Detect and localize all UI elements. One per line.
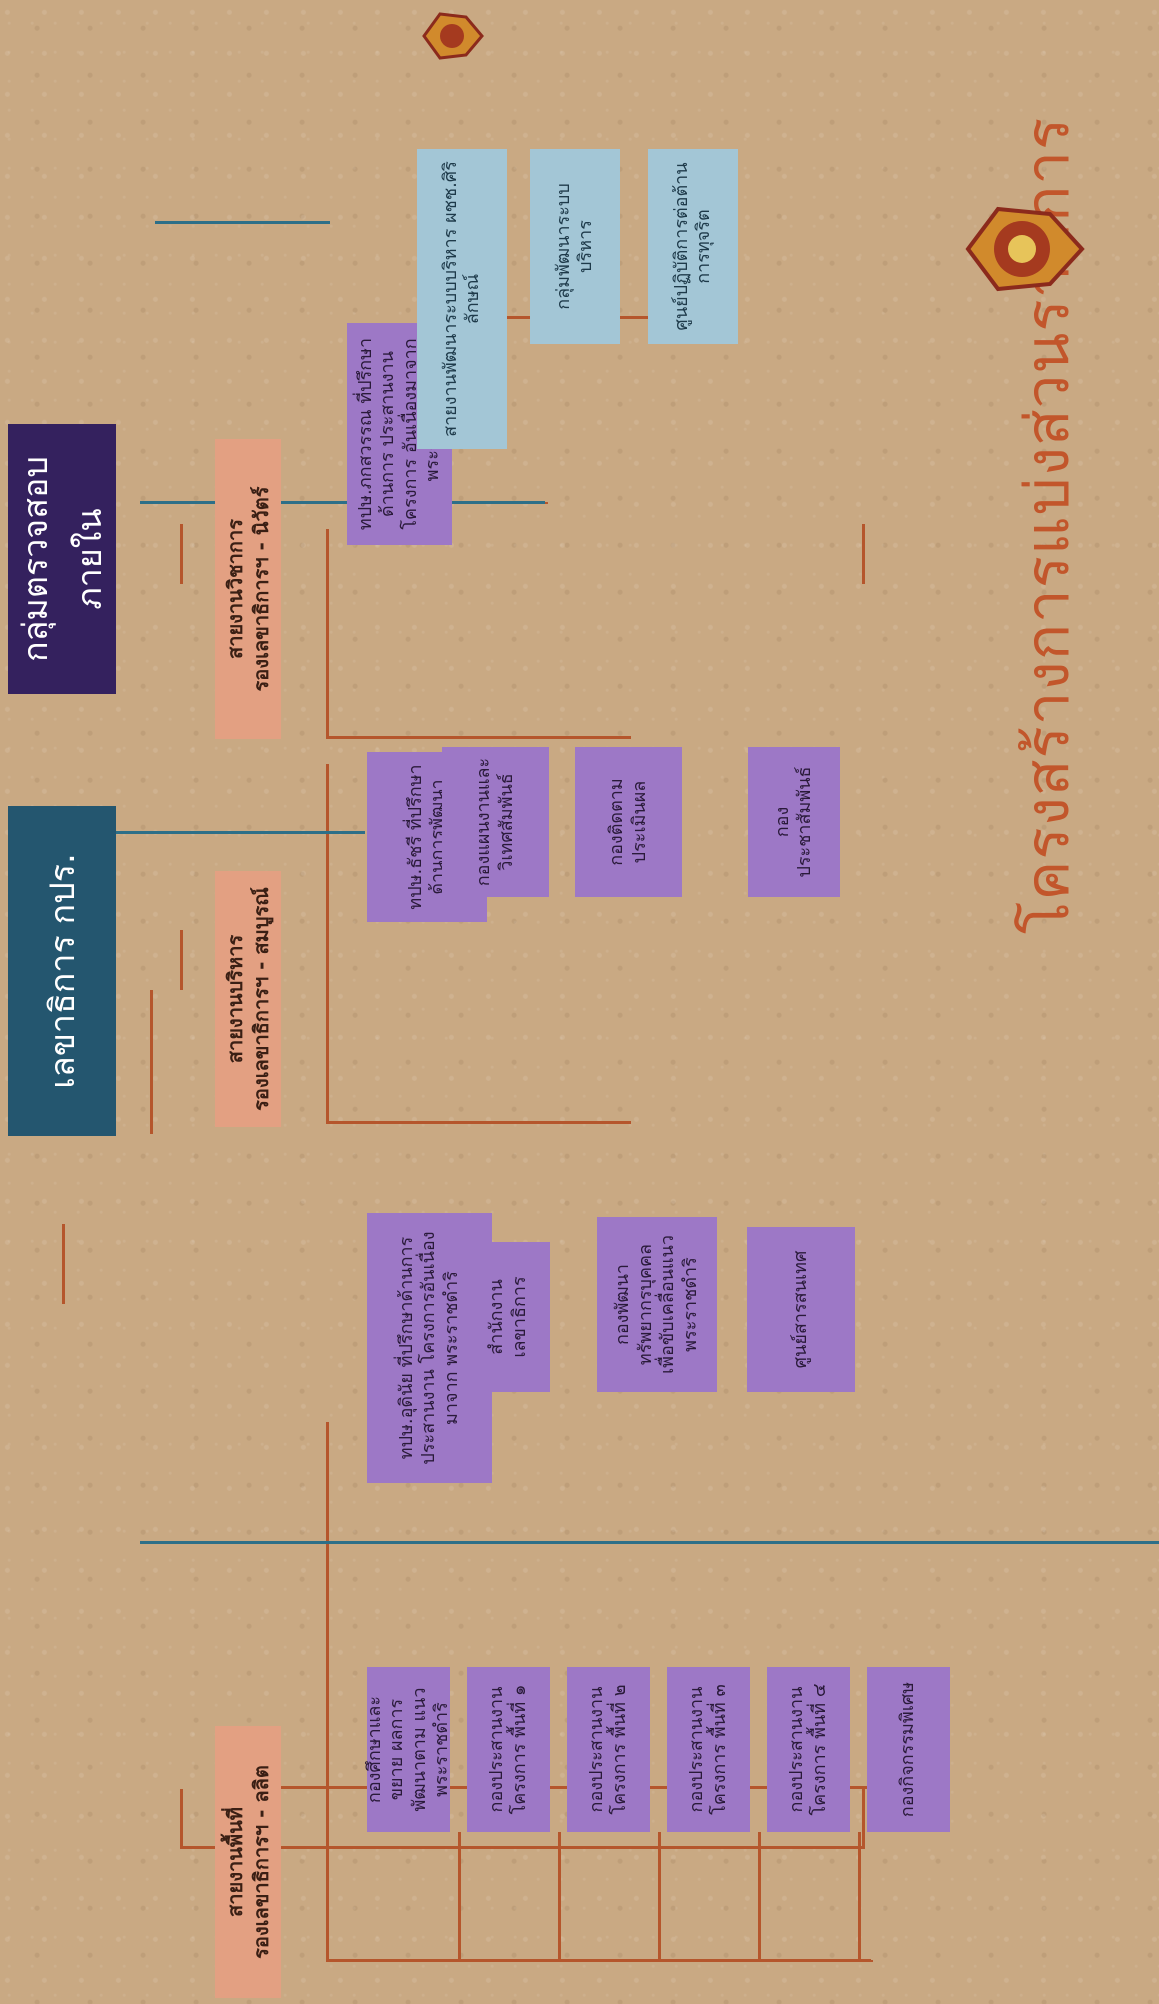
area-unit-label: กองประสานงาน โครงการ พื้นที่ ๒ bbox=[586, 1684, 630, 1815]
connector-line bbox=[140, 1542, 143, 1544]
connector-line bbox=[326, 529, 329, 739]
connector-line bbox=[326, 736, 631, 739]
area-unit-label: กองกิจกรรมพิเศษ bbox=[897, 1681, 919, 1818]
advisor-area-label: ทปษ.อุดินัย ที่ปรึกษาด้านการ ประสานงาน โ… bbox=[395, 1231, 462, 1465]
area-unit-box: กองประสานงาน โครงการ พื้นที่ ๒ bbox=[567, 1667, 650, 1832]
connector-line bbox=[326, 1959, 871, 1962]
internal-audit-label: กลุ่มตรวจสอบภายใน bbox=[16, 456, 110, 662]
connector-line bbox=[140, 1541, 1159, 1544]
admin-unit-box: ศูนย์สารสนเทศ bbox=[747, 1227, 855, 1392]
division-academic-box: สายงานวิชาการ รองเลขาธิการฯ - นิวัตร์ bbox=[215, 439, 281, 739]
connector-line bbox=[180, 1789, 183, 1849]
connector-line bbox=[758, 1832, 761, 1962]
connector-line bbox=[326, 1422, 329, 1962]
connector-line bbox=[155, 221, 330, 224]
connector-line bbox=[458, 1832, 461, 1962]
admin-unit-label: สำนักงาน เลขาธิการ bbox=[486, 1276, 530, 1358]
area-unit-label: กองประสานงาน โครงการ พื้นที่ ๑ bbox=[486, 1684, 530, 1815]
division-academic-name: สายงานวิชาการ bbox=[223, 519, 247, 659]
special-unit-box: สายงานพัฒนาระบบบริหาร ผชช.ศิริลักษณ์ bbox=[417, 149, 507, 449]
admin-unit-label: กองพัฒนา ทรัพยากรบุคคล เพื่อขับเคลื่อนแน… bbox=[612, 1235, 701, 1374]
division-admin-name: สายงานบริหาร bbox=[223, 934, 247, 1064]
special-unit-label: กลุ่มพัฒนาระบบบริหาร bbox=[552, 183, 597, 310]
academic-unit-box: กองประชาสัมพันธ์ bbox=[748, 747, 840, 897]
connector-line bbox=[326, 1121, 631, 1124]
connector-line bbox=[862, 524, 865, 584]
connector-line bbox=[150, 990, 153, 1134]
connector-line bbox=[62, 1224, 65, 1304]
secretary-general-label: เลขาธิการ กปร. bbox=[43, 853, 83, 1089]
connector-line bbox=[858, 1832, 861, 1962]
division-area-deputy: รองเลขาธิการฯ - ลลิต bbox=[249, 1765, 273, 1959]
connector-line bbox=[115, 831, 365, 834]
special-unit-label: สายงานพัฒนาระบบบริหาร ผชช.ศิริลักษณ์ bbox=[439, 161, 484, 437]
academic-unit-box: กองแผนงานและ วิเทศสัมพันธ์ bbox=[442, 747, 549, 897]
area-unit-box: กองประสานงาน โครงการ พื้นที่ ๓ bbox=[667, 1667, 750, 1832]
special-unit-label: ศูนย์ปฏิบัติการต่อต้าน การทุจริต bbox=[670, 162, 715, 331]
connector-line bbox=[140, 501, 545, 504]
division-area-name: สายงานพื้นที่ bbox=[223, 1807, 247, 1917]
division-admin-box: สายงานบริหาร รองเลขาธิการฯ - สมบูรณ์ bbox=[215, 871, 281, 1127]
special-unit-box: ศูนย์ปฏิบัติการต่อต้าน การทุจริต bbox=[648, 149, 738, 344]
connector-line bbox=[180, 930, 183, 990]
academic-unit-label: กองแผนงานและ วิเทศสัมพันธ์ bbox=[473, 757, 517, 887]
connector-line bbox=[658, 1832, 661, 1962]
secretary-general-box: เลขาธิการ กปร. bbox=[8, 806, 116, 1136]
admin-unit-box: กองพัฒนา ทรัพยากรบุคคล เพื่อขับเคลื่อนแน… bbox=[597, 1217, 717, 1392]
division-academic-deputy: รองเลขาธิการฯ - นิวัตร์ bbox=[249, 486, 273, 692]
connector-line bbox=[326, 764, 329, 1124]
connector-line bbox=[180, 1846, 865, 1849]
royal-emblem-icon bbox=[420, 3, 486, 69]
area-unit-label: กองศึกษาและขยาย ผลการพัฒนาตาม แนวพระราชด… bbox=[363, 1687, 453, 1812]
academic-unit-box: กองติดตาม ประเมินผล bbox=[575, 747, 682, 897]
academic-unit-label: กองประชาสัมพันธ์ bbox=[771, 766, 816, 878]
connector-line bbox=[180, 524, 183, 584]
connector-line bbox=[155, 222, 158, 224]
internal-audit-box: กลุ่มตรวจสอบภายใน bbox=[8, 424, 116, 694]
admin-unit-label: ศูนย์สารสนเทศ bbox=[789, 1250, 811, 1369]
area-unit-box: กองประสานงาน โครงการ พื้นที่ ๑ bbox=[467, 1667, 550, 1832]
connector-line bbox=[558, 1832, 561, 1962]
area-unit-box: กองกิจกรรมพิเศษ bbox=[867, 1667, 950, 1832]
area-unit-label: กองประสานงาน โครงการ พื้นที่ ๓ bbox=[686, 1684, 730, 1815]
academic-unit-label: กองติดตาม ประเมินผล bbox=[606, 778, 650, 866]
special-unit-box: กลุ่มพัฒนาระบบบริหาร bbox=[530, 149, 620, 344]
connector-line bbox=[320, 711, 332, 714]
area-unit-label: กองประสานงาน โครงการ พื้นที่ ๔ bbox=[786, 1683, 830, 1816]
connector-line bbox=[870, 1960, 873, 1962]
area-unit-box: กองศึกษาและขยาย ผลการพัฒนาตาม แนวพระราชด… bbox=[364, 1667, 452, 1832]
connector-line bbox=[862, 1789, 865, 1849]
royal-emblem-icon bbox=[960, 184, 1090, 314]
area-unit-box: กองประสานงาน โครงการ พื้นที่ ๔ bbox=[767, 1667, 850, 1832]
connector-line bbox=[545, 502, 548, 504]
division-admin-deputy: รองเลขาธิการฯ - สมบูรณ์ bbox=[249, 887, 273, 1111]
admin-unit-box: สำนักงาน เลขาธิการ bbox=[467, 1242, 550, 1392]
division-area-box: สายงานพื้นที่ รองเลขาธิการฯ - ลลิต bbox=[215, 1726, 281, 1998]
